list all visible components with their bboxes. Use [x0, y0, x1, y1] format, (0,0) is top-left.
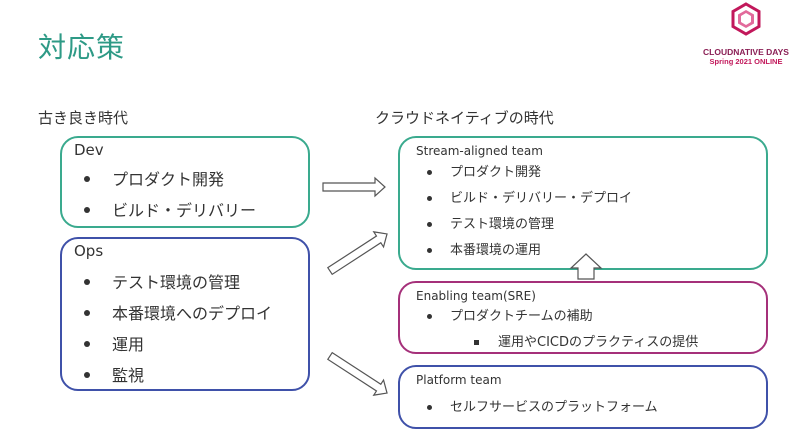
list-item: プロダクト開発 — [400, 160, 632, 186]
list-item: ビルド・デリバリー・デプロイ — [400, 186, 632, 212]
dev-list: プロダクト開発 ビルド・デリバリー — [62, 164, 256, 226]
list-item: テスト環境の管理 — [400, 212, 632, 238]
logo-text: CloudNative Days Spring 2021 ONLINE — [694, 47, 798, 67]
stream-aligned-title: Stream-aligned team — [416, 144, 543, 158]
logo-line1: CloudNative Days — [703, 47, 789, 57]
left-heading: 古き良き時代 — [38, 109, 129, 127]
list-item: 監視 — [62, 360, 272, 391]
list-subitem: 運用やCICDのプラクティスの提供 — [400, 330, 698, 356]
arrow-enabling-to-stream-icon — [569, 253, 603, 280]
enabling-list: プロダクトチームの補助 運用やCICDのプラクティスの提供 — [400, 304, 698, 356]
list-item: 運用 — [62, 329, 272, 360]
ops-title: Ops — [74, 242, 104, 260]
dev-title: Dev — [74, 141, 104, 159]
arrow-ops-to-platform-icon — [326, 351, 388, 396]
platform-title: Platform team — [416, 373, 502, 387]
platform-box: Platform team セルフサービスのプラットフォーム — [398, 365, 768, 429]
logo-line2: Spring 2021 ONLINE — [709, 57, 783, 66]
list-item: テスト環境の管理 — [62, 267, 272, 298]
list-item: ビルド・デリバリー — [62, 195, 256, 226]
list-item: プロダクト開発 — [62, 164, 256, 195]
logo-mark-icon — [731, 2, 761, 36]
list-item: セルフサービスのプラットフォーム — [400, 395, 658, 421]
ops-list: テスト環境の管理 本番環境へのデプロイ 運用 監視 — [62, 267, 272, 391]
stream-list: プロダクト開発 ビルド・デリバリー・デプロイ テスト環境の管理 本番環境の運用 — [400, 160, 632, 264]
list-item: プロダクトチームの補助 — [400, 304, 698, 330]
arrow-ops-to-stream-icon — [326, 231, 388, 276]
page-title: 対応策 — [38, 31, 126, 64]
enabling-title: Enabling team(SRE) — [416, 289, 536, 303]
right-heading: クラウドネイティブの時代 — [375, 109, 554, 127]
enabling-box: Enabling team(SRE) プロダクトチームの補助 運用やCICDのプ… — [398, 281, 768, 354]
cloudnative-days-logo: CloudNative Days Spring 2021 ONLINE — [694, 2, 798, 74]
dev-box: Dev プロダクト開発 ビルド・デリバリー — [60, 136, 310, 228]
ops-box: Ops テスト環境の管理 本番環境へのデプロイ 運用 監視 — [60, 237, 310, 391]
list-item: 本番環境の運用 — [400, 238, 632, 264]
platform-list: セルフサービスのプラットフォーム — [400, 395, 658, 421]
list-item: 本番環境へのデプロイ — [62, 298, 272, 329]
arrow-dev-to-stream-icon — [322, 176, 386, 198]
